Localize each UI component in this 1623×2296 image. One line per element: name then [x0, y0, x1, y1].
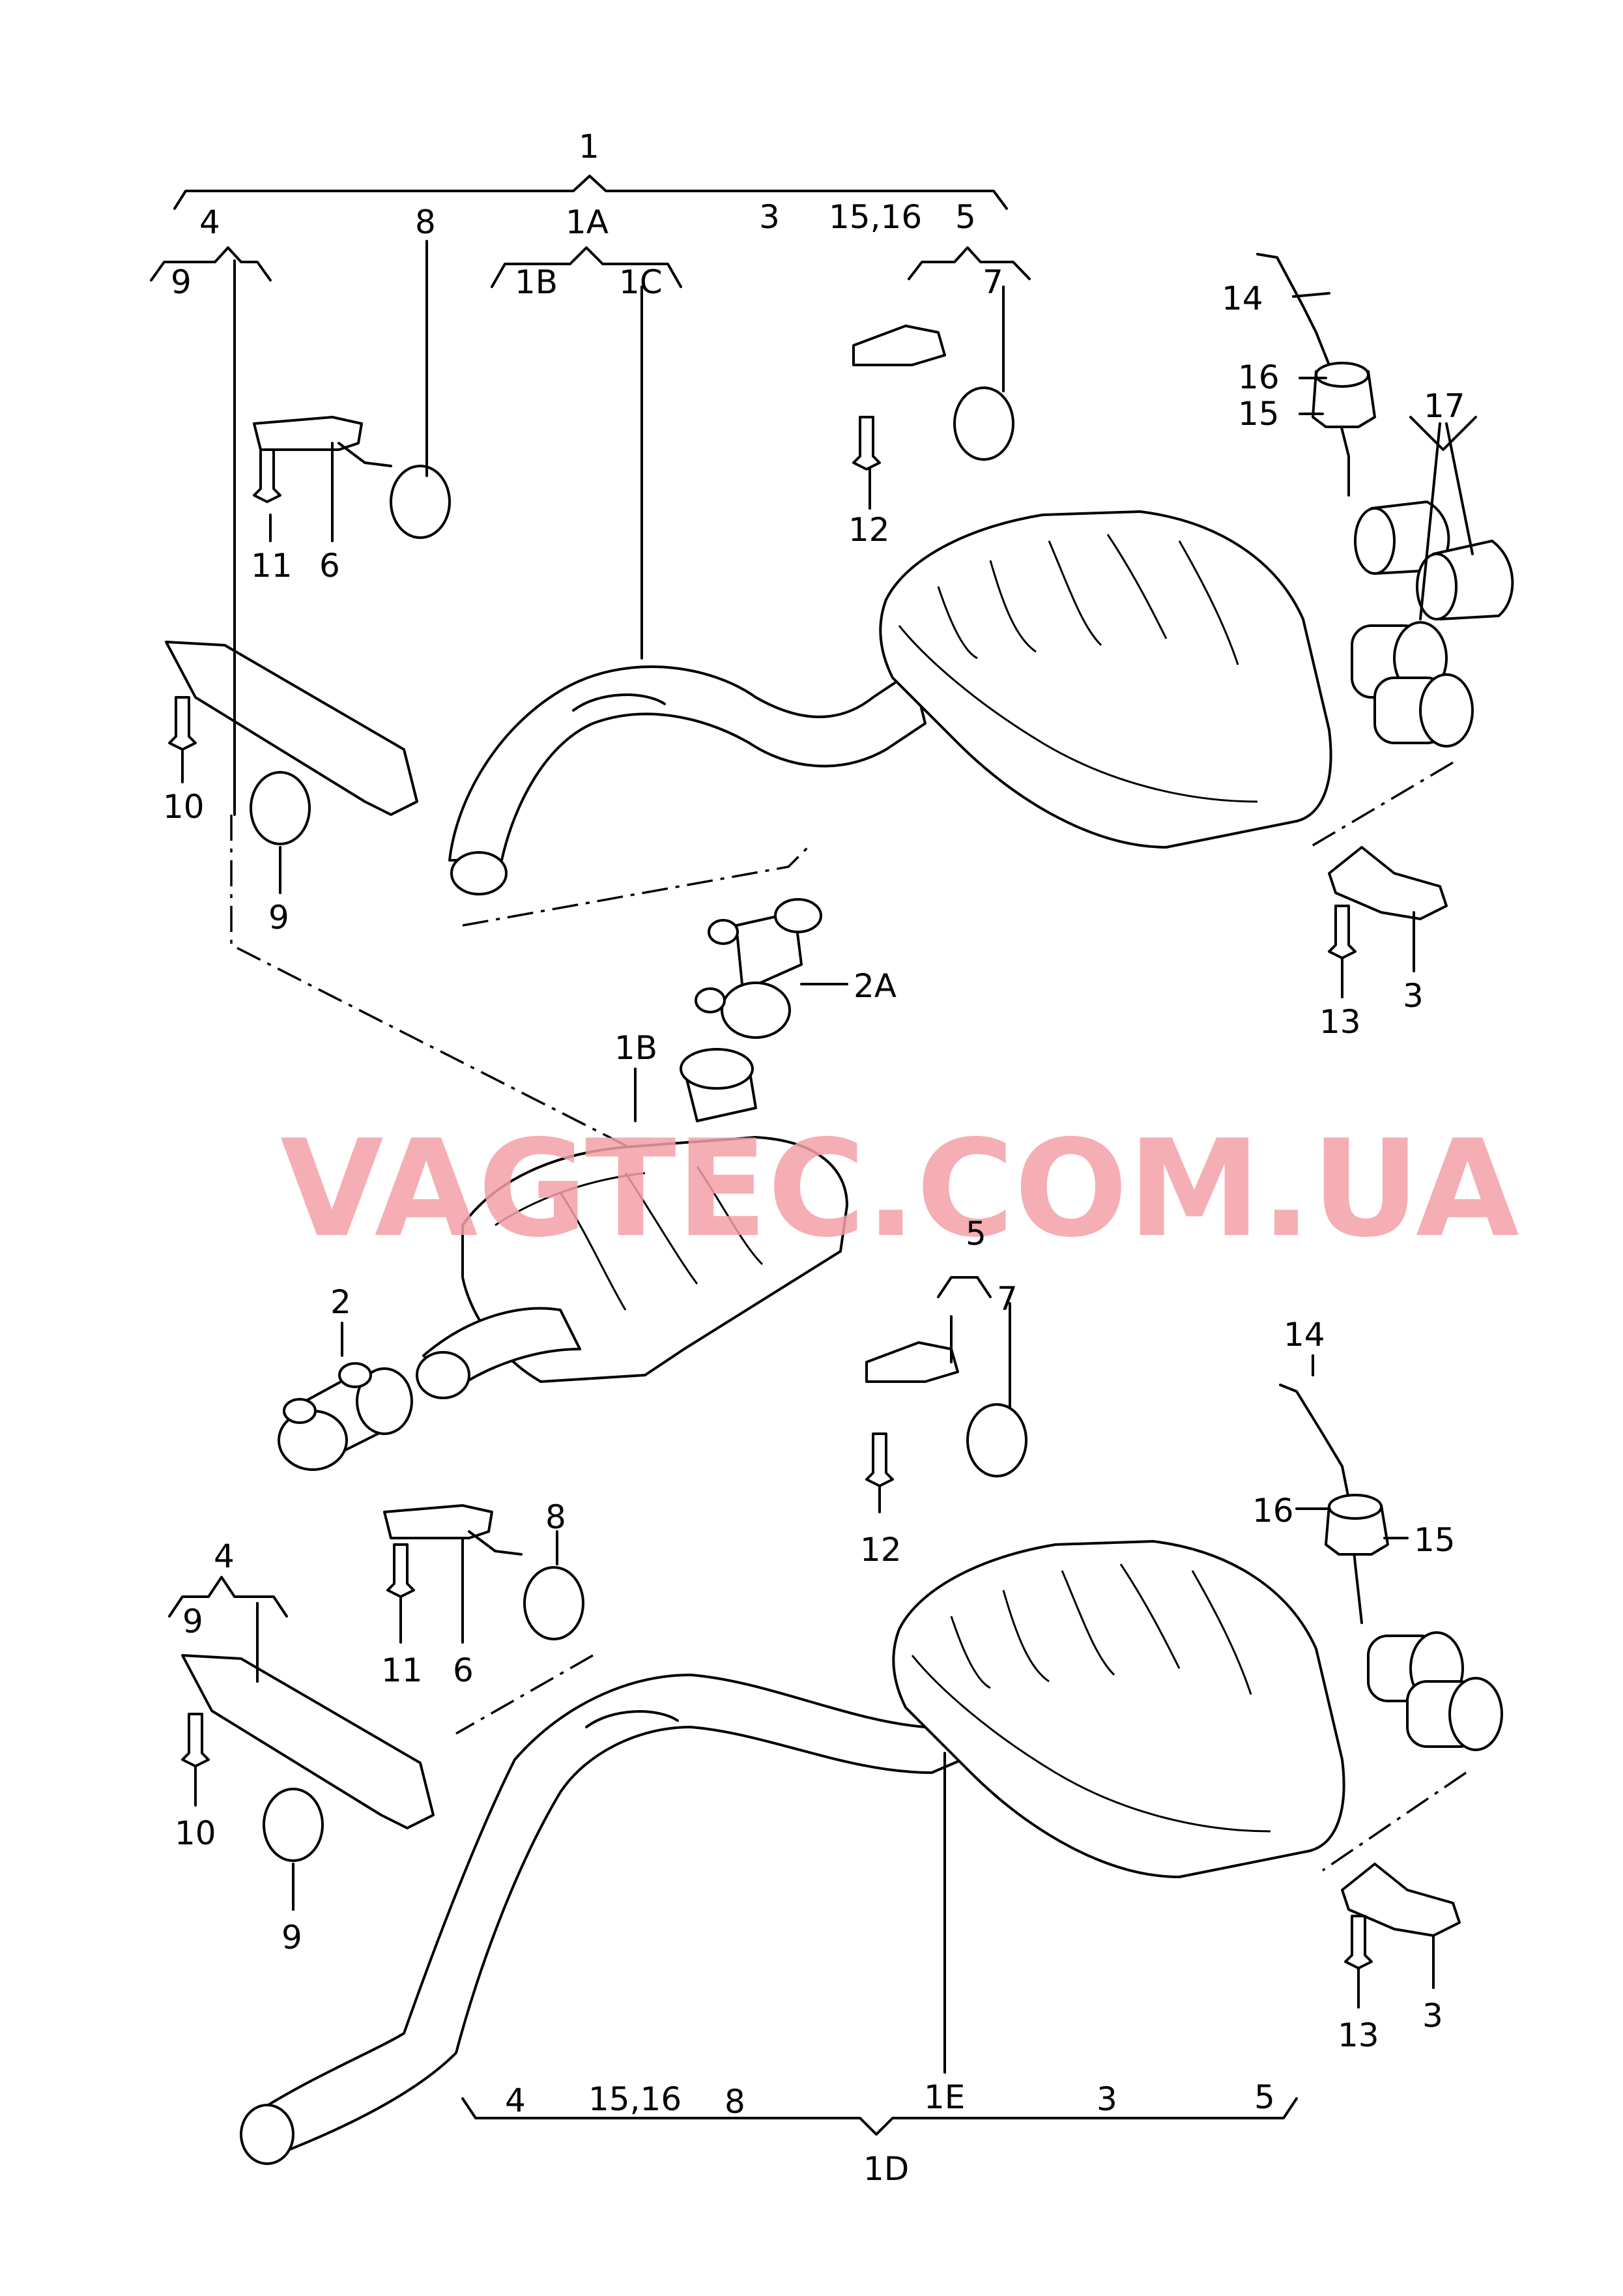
label-16-bottom: 16	[1252, 1492, 1294, 1530]
crossbrace-4-bottom	[181, 1654, 435, 1829]
middle-muffler-assembly	[278, 1048, 848, 1471]
top-assembly	[165, 253, 1514, 1039]
hanger-bracket-7-top	[852, 325, 946, 366]
bolt-12-top	[852, 416, 881, 471]
label-1b-mid: 1B	[614, 1029, 657, 1067]
bolt-13-top	[1328, 905, 1357, 959]
label-8-top: 8	[415, 203, 436, 241]
label-12-top: 12	[848, 511, 890, 549]
label-10-bottom: 10	[175, 1814, 216, 1852]
label-9-top: 9	[171, 263, 192, 301]
label-11-top: 11	[251, 547, 293, 585]
label-1b-top: 1B	[515, 263, 558, 301]
hanger-bracket-7-bottom	[865, 1341, 959, 1383]
front-pipe-top	[448, 665, 926, 862]
rubber-mount-8-top	[390, 465, 451, 539]
dashed-connection-lines	[230, 761, 1467, 1872]
label-4-foot: 4	[505, 2082, 526, 2119]
label-14-top: 14	[1222, 280, 1263, 317]
label-15-16-topgroup: 15,16	[829, 198, 922, 236]
leader-lines	[168, 240, 1474, 2074]
label-6-bottom: 6	[453, 1651, 474, 1689]
label-15-top: 15	[1238, 395, 1280, 433]
rubber-mount-7-top	[953, 386, 1014, 461]
label-8-foot: 8	[725, 2083, 745, 2121]
bolt-13-bottom	[1344, 1915, 1373, 1969]
sensor-cable-bottom	[1279, 1384, 1363, 1624]
rubber-mount-7-bottom	[966, 1403, 1027, 1477]
label-10-top: 10	[163, 788, 205, 826]
bottom-assembly	[181, 1341, 1503, 2165]
rubber-mount-8-bottom	[523, 1566, 584, 1640]
bolt-10-bottom	[181, 1713, 210, 1767]
watermark-text: VAGTEC.COM.UA	[280, 1112, 1519, 1267]
bracket-3-top	[1328, 846, 1448, 920]
label-11-bottom: 11	[381, 1651, 423, 1689]
bolt-11-bottom	[386, 1543, 415, 1598]
label-8-bottom: 8	[545, 1498, 566, 1536]
label-3-foot: 3	[1097, 2080, 1117, 2118]
label-9-bottom: 9	[182, 1603, 203, 1640]
label-1: 1	[579, 128, 599, 166]
hanger-bracket-6-top	[253, 416, 363, 451]
bolt-12-bottom	[865, 1432, 894, 1487]
label-4-top: 4	[199, 203, 220, 241]
label-13-bottom: 13	[1338, 2016, 1379, 2054]
sensor-cable-top	[1256, 253, 1350, 497]
label-14-bottom: 14	[1284, 1316, 1325, 1354]
label-15-bottom: 15	[1414, 1521, 1456, 1559]
label-12-bottom: 12	[860, 1531, 902, 1569]
label-2: 2	[330, 1283, 351, 1321]
crossbrace-4-top	[165, 641, 418, 816]
tailpipes-top	[1351, 621, 1474, 748]
rubber-mount-9-bottom	[263, 1788, 324, 1862]
label-4-bottom: 4	[214, 1537, 235, 1575]
tailpipes-bottom	[1367, 1631, 1503, 1751]
label-1d: 1D	[863, 2150, 909, 2188]
bolt-10-top	[168, 696, 197, 751]
rear-muffler-bottom	[892, 1540, 1345, 1878]
label-1a: 1A	[566, 203, 609, 241]
rear-muffler-top	[879, 510, 1332, 849]
label-17: 17	[1424, 387, 1465, 425]
label-7-top: 7	[983, 263, 1003, 301]
label-7-bottom: 7	[997, 1280, 1018, 1318]
label-13-top: 13	[1319, 1003, 1361, 1041]
label-15-16-foot: 15,16	[588, 2080, 682, 2118]
label-9b-bottom: 9	[281, 1919, 302, 1956]
label-5-top: 5	[955, 198, 976, 236]
label-3-top: 3	[1403, 977, 1424, 1015]
label-1e: 1E	[924, 2078, 965, 2116]
label-9b-top: 9	[268, 899, 289, 937]
tailpipe-tips-17	[1354, 501, 1514, 620]
label-3-topgroup: 3	[759, 198, 780, 236]
label-6-top: 6	[319, 547, 340, 585]
label-5-bottom: 5	[966, 1215, 986, 1253]
clamp-2	[278, 1362, 413, 1471]
hanger-bracket-6-bottom	[383, 1504, 493, 1539]
callout-labels: 1 4 9 8 1A 1B 1C 3 15,16 5 7 14 16 15 17…	[163, 128, 1465, 2188]
label-3-bottom: 3	[1422, 1997, 1443, 2035]
bolt-11-top	[253, 448, 281, 503]
label-5-foot: 5	[1254, 2078, 1275, 2116]
label-16-top: 16	[1238, 358, 1280, 396]
label-2a: 2A	[854, 967, 897, 1005]
rubber-mount-9-top	[250, 771, 311, 845]
label-1c: 1C	[619, 263, 663, 301]
pipe-end-top	[450, 851, 508, 895]
top-group-braces	[150, 175, 1477, 451]
bottom-group-brace	[461, 2097, 1298, 2136]
clamp-2a	[695, 898, 822, 1039]
